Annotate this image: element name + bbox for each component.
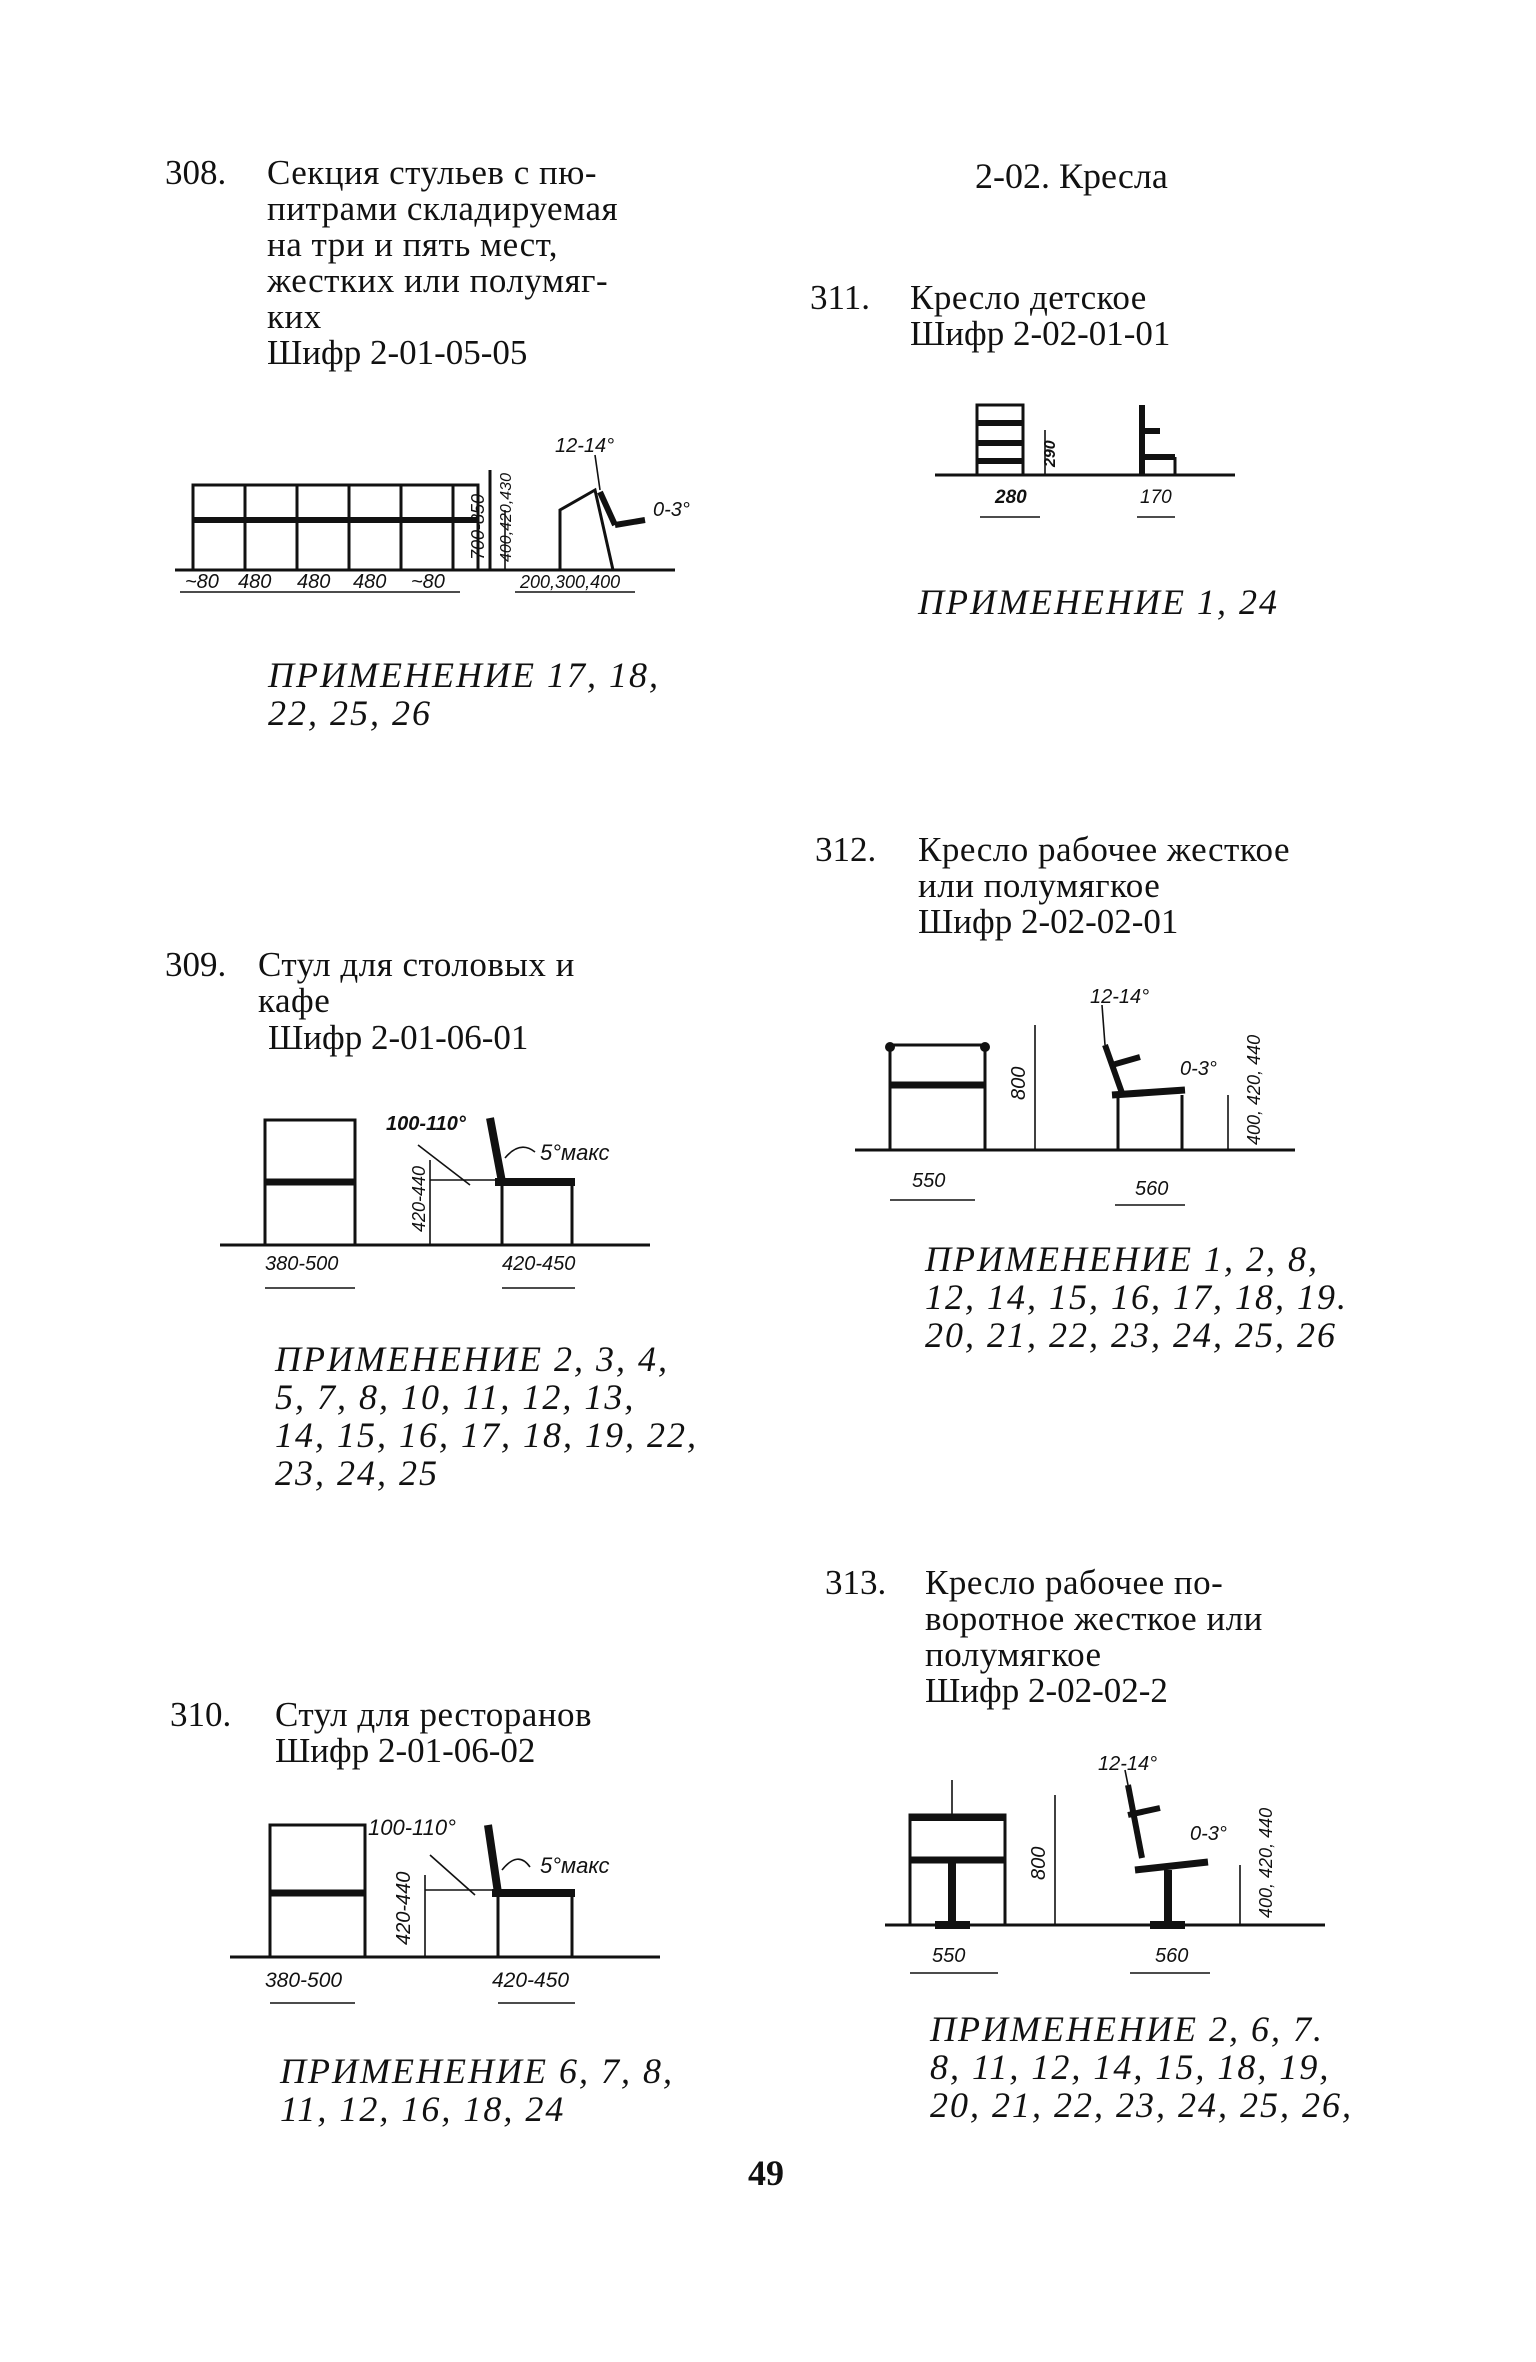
- dim-310-depth: 420-450: [492, 1969, 569, 1992]
- item-309-drawing: 100-110° 5°макс 420-440 380-500 420-450: [220, 1113, 650, 1289]
- item-310-drawing: 100-110° 5°макс 420-440 380-500 420-450: [230, 1815, 660, 2004]
- dim-308-angle-back: 12-14°: [555, 435, 614, 457]
- item-310-title: Стул для ресторанов: [275, 1695, 593, 1734]
- dim-311-width: 280: [994, 487, 1027, 508]
- dim-309-width: 380-500: [265, 1253, 338, 1275]
- item-310-number: 310.: [170, 1695, 232, 1734]
- item-312-cipher: Шифр 2-02-02-01: [918, 902, 1179, 941]
- item-313-title: Кресло рабочее по- воротное жесткое или …: [925, 1563, 1263, 1674]
- item-310-cipher: Шифр 2-01-06-02: [275, 1731, 536, 1770]
- item-308-drawing: 12-14° 0-3° 700-850 400,420,430 ~80 480 …: [175, 435, 690, 593]
- item-310-application: ПРИМЕНЕНИЕ 6, 7, 8, 11, 12, 16, 18, 24: [280, 2051, 674, 2129]
- item-308-application: ПРИМЕНЕНИЕ 17, 18, 22, 25, 26: [268, 655, 660, 733]
- item-311-number: 311.: [810, 278, 870, 317]
- dim-311-depth: 170: [1140, 487, 1172, 508]
- dim-312-seat-angle: 0-3°: [1180, 1058, 1217, 1080]
- section-header: 2-02. Кресла: [975, 156, 1168, 196]
- item-311-title: Кресло детское: [910, 278, 1147, 317]
- page-number: 49: [748, 2153, 784, 2193]
- dim-308-desk-depths: 200,300,400: [519, 572, 620, 592]
- item-312-number: 312.: [815, 830, 877, 869]
- dim-311-height: 290: [1042, 440, 1059, 468]
- dim-313-seat-heights: 400, 420, 440: [1256, 1808, 1276, 1918]
- item-311-application: ПРИМЕНЕНИЕ 1, 24: [918, 582, 1279, 622]
- dim-308-w2: 480: [297, 571, 330, 593]
- dim-308-end-right: ~80: [411, 571, 445, 593]
- item-309-title: Стул для столовых и кафе: [258, 945, 575, 1020]
- item-313-drawing: 800 12-14° 0-3° 400, 420, 440 550 560: [885, 1753, 1325, 1974]
- dim-312-depth: 560: [1135, 1178, 1168, 1200]
- dim-313-height: 800: [1028, 1847, 1050, 1880]
- dim-308-seat-height: 400,420,430: [498, 473, 515, 562]
- dim-309-height: 420-440: [409, 1166, 429, 1232]
- item-313-application: ПРИМЕНЕНИЕ 2, 6, 7. 8, 11, 12, 14, 15, 1…: [930, 2009, 1353, 2125]
- item-308-cipher: Шифр 2-01-05-05: [267, 333, 528, 372]
- dim-310-tilt: 5°макс: [540, 1853, 610, 1878]
- item-309-application: ПРИМЕНЕНИЕ 2, 3, 4, 5, 7, 8, 10, 11, 12,…: [275, 1339, 698, 1493]
- dim-312-width: 550: [912, 1170, 945, 1192]
- dim-308-w3: 480: [353, 571, 386, 593]
- dim-310-width: 380-500: [265, 1969, 342, 1992]
- item-308-title: Секция стульев с пю- питрами складируема…: [267, 153, 619, 336]
- dim-310-height: 420-440: [393, 1872, 415, 1945]
- item-312-drawing: 800 12-14° 0-3° 400, 420, 440 550 560: [855, 986, 1295, 1206]
- item-313-cipher: Шифр 2-02-02-2: [925, 1671, 1168, 1710]
- dim-312-height: 800: [1008, 1067, 1030, 1100]
- item-311-drawing: 290 280 170: [935, 403, 1235, 518]
- dim-308-height: 700-850: [468, 494, 488, 560]
- dim-313-seat-angle: 0-3°: [1190, 1823, 1227, 1845]
- item-311-cipher: Шифр 2-02-01-01: [910, 314, 1171, 353]
- dim-309-tilt: 5°макс: [540, 1140, 610, 1165]
- item-312-title: Кресло рабочее жесткое или полумягкое: [918, 830, 1291, 905]
- dim-309-depth: 420-450: [502, 1253, 575, 1275]
- item-309-number: 309.: [165, 945, 227, 984]
- dim-313-width: 550: [932, 1945, 965, 1967]
- dim-312-back-angle: 12-14°: [1090, 986, 1149, 1008]
- dim-312-seat-heights: 400, 420, 440: [1244, 1035, 1264, 1145]
- item-309-cipher: Шифр 2-01-06-01: [268, 1018, 529, 1057]
- item-313-number: 313.: [825, 1563, 887, 1602]
- dim-310-back-angle: 100-110°: [368, 1815, 456, 1840]
- dim-309-back-angle: 100-110°: [386, 1113, 467, 1135]
- item-312-application: ПРИМЕНЕНИЕ 1, 2, 8, 12, 14, 15, 16, 17, …: [925, 1239, 1348, 1355]
- dim-308-angle-seat: 0-3°: [653, 499, 690, 521]
- dim-308-end-left: ~80: [185, 571, 219, 593]
- item-308-number: 308.: [165, 153, 227, 192]
- dim-313-depth: 560: [1155, 1945, 1188, 1967]
- dim-313-back-angle: 12-14°: [1098, 1753, 1157, 1775]
- dim-308-w1: 480: [238, 571, 271, 593]
